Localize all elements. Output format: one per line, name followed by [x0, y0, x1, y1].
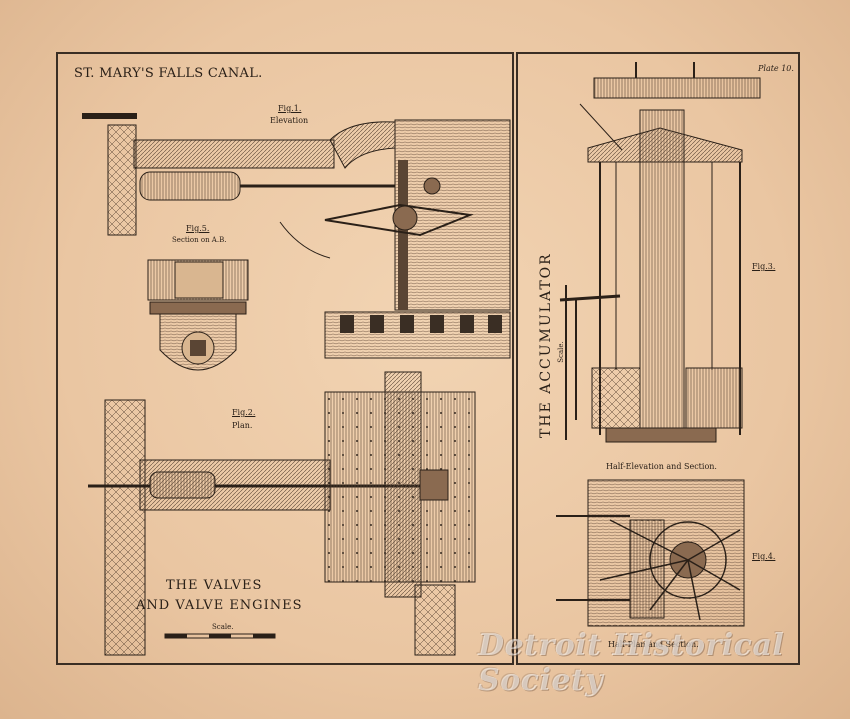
fig5-number: Fig.5.	[186, 224, 210, 233]
fig2-caption: Plan.	[232, 421, 253, 430]
fig4-number: Fig.4.	[752, 552, 776, 561]
fig1-caption: Elevation	[270, 116, 309, 125]
right-panel-frame	[516, 52, 800, 665]
fig2-scale-bar	[164, 633, 276, 639]
fig3-accumulator-drawing	[559, 62, 761, 443]
fig2-number: Fig.2.	[232, 408, 256, 417]
left-panel-frame	[56, 52, 514, 665]
accumulator-vertical-title: THE ACCUMULATOR	[538, 252, 554, 438]
fig3-number: Fig.3.	[752, 262, 776, 271]
detroit-historical-society-watermark: Detroit Historical Society	[478, 628, 785, 698]
fig4-half-plan-drawing	[556, 479, 745, 627]
valves-title-line2: AND VALVE ENGINES	[136, 598, 303, 613]
canal-title: ST. MARY'S FALLS CANAL.	[74, 66, 263, 81]
fig5-section-drawing	[147, 259, 249, 371]
fig1-number: Fig.1.	[278, 104, 302, 113]
fig1-elevation-drawing	[82, 113, 511, 359]
accumulator-scale-label: Scale.	[556, 341, 565, 363]
fig2-plan-drawing	[88, 371, 476, 656]
fig5-caption: Section on A.B.	[172, 236, 227, 244]
plate-number: Plate 10.	[758, 64, 794, 73]
fig2-scale-label: Scale.	[212, 623, 234, 631]
valves-title-line1: THE VALVES	[166, 578, 263, 593]
half-plan-caption: Half-Plan and Section.	[608, 640, 699, 649]
half-elevation-caption: Half-Elevation and Section.	[606, 462, 717, 471]
